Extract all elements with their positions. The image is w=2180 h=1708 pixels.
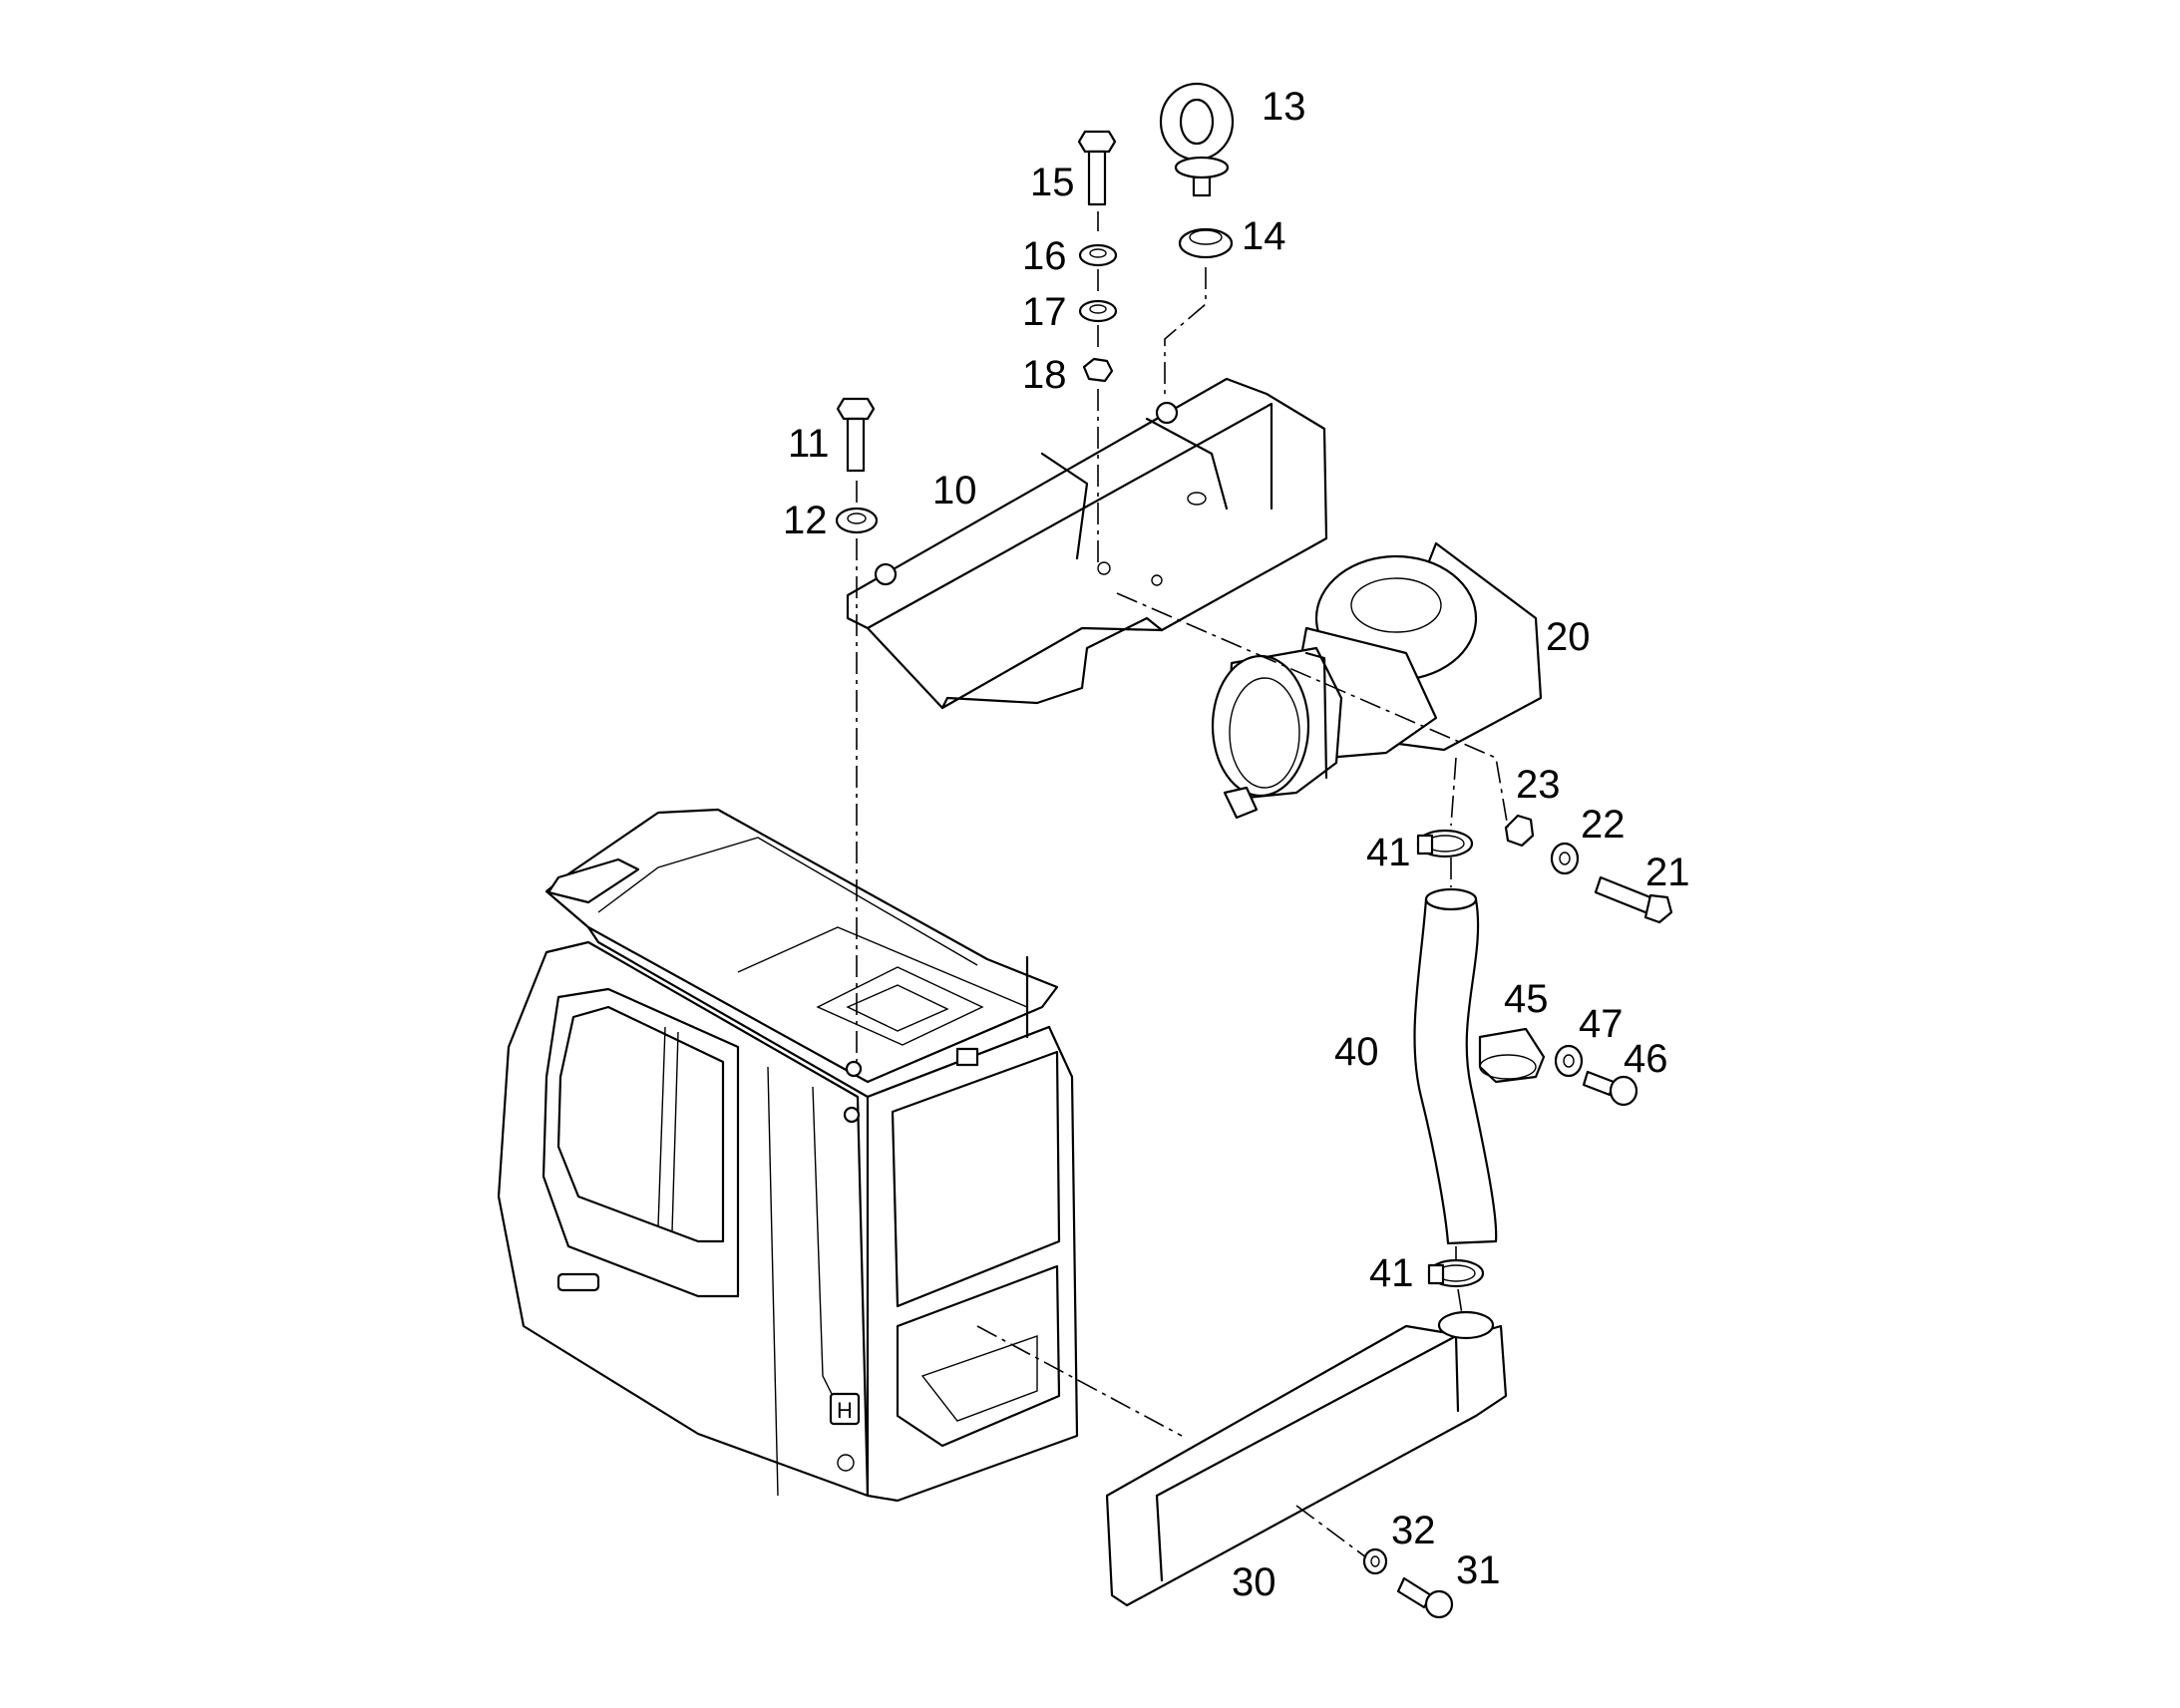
part-41-hose-clamp-lower — [1427, 1258, 1485, 1288]
part-16-washer — [1078, 243, 1118, 267]
assembly-lines — [856, 211, 1509, 1558]
callout-41-lower: 41 — [1369, 1251, 1414, 1295]
callout-31: 31 — [1456, 1548, 1501, 1592]
callout-45: 45 — [1504, 977, 1549, 1021]
callout-labels: 13 14 15 16 17 18 11 12 10 20 23 22 21 4… — [783, 85, 1690, 1604]
part-21-bolt — [1594, 875, 1673, 924]
part-22-washer — [1550, 842, 1580, 875]
callout-30: 30 — [1232, 1560, 1276, 1604]
callout-13: 13 — [1262, 85, 1306, 129]
part-40-hose — [1413, 887, 1498, 1245]
part-17-washer — [1078, 299, 1118, 323]
callout-10: 10 — [932, 469, 977, 512]
callout-16: 16 — [1022, 234, 1067, 278]
callout-22: 22 — [1581, 803, 1626, 847]
part-11-bolt — [836, 397, 876, 473]
part-18-nut — [1082, 357, 1114, 383]
callout-21: 21 — [1645, 851, 1690, 894]
part-10-mounting-bracket — [846, 377, 1328, 710]
callout-23: 23 — [1516, 763, 1561, 807]
callout-18: 18 — [1022, 353, 1067, 397]
callout-46: 46 — [1624, 1037, 1668, 1081]
callout-12: 12 — [783, 499, 828, 542]
callout-47: 47 — [1579, 1002, 1624, 1046]
part-14-washer — [1178, 227, 1234, 259]
part-23-nut — [1504, 814, 1535, 848]
part-47-washer — [1554, 1044, 1584, 1078]
callout-32: 32 — [1391, 1509, 1436, 1552]
part-12-washer — [835, 507, 879, 534]
operator-cab: H — [497, 808, 1079, 1503]
part-41-hose-clamp-upper — [1416, 829, 1474, 858]
callout-17: 17 — [1022, 290, 1067, 334]
part-31-screw — [1396, 1576, 1454, 1619]
part-45-cap — [1478, 1027, 1546, 1084]
callout-15: 15 — [1030, 161, 1075, 204]
part-46-screw — [1582, 1070, 1638, 1107]
callout-14: 14 — [1242, 214, 1286, 258]
part-20-air-cleaner — [1211, 541, 1543, 820]
part-32-washer — [1362, 1547, 1388, 1575]
callout-11: 11 — [788, 422, 830, 466]
part-13-eyebolt — [1159, 82, 1235, 197]
part-15-bolt — [1077, 130, 1117, 206]
callout-40: 40 — [1334, 1030, 1379, 1074]
callout-20: 20 — [1546, 615, 1591, 659]
part-30-air-duct — [1105, 1310, 1508, 1607]
logo-badge: H — [837, 1398, 853, 1423]
callout-41-upper: 41 — [1366, 831, 1411, 874]
